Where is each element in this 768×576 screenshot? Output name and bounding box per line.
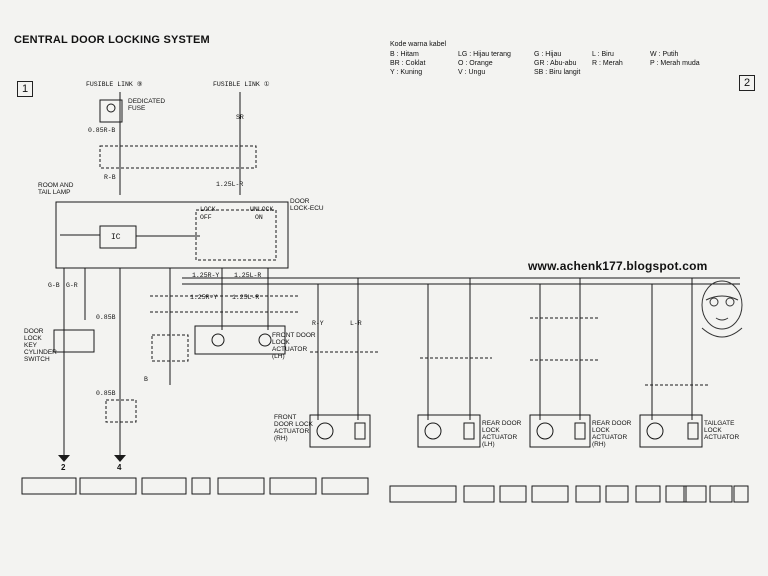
lock-label: LOCK	[200, 206, 216, 213]
page-marker-left: 1	[17, 81, 33, 97]
legend-entry: GR : Abu-abu	[534, 60, 577, 67]
portrait-sketch	[701, 280, 743, 338]
legend-entry: BR : Coklat	[390, 60, 426, 67]
wire-label: 0.85B	[96, 314, 116, 321]
legend-entry: B : Hitam	[390, 51, 419, 58]
watermark-url: www.achenk177.blogspot.com	[528, 259, 708, 273]
legend-entry: SB : Biru langit	[534, 69, 581, 76]
wire-label: 1.25L-R	[234, 272, 262, 279]
wire-label: 1.25L-R	[216, 181, 244, 188]
legend-entry: LG : Hijau terang	[458, 51, 511, 58]
ecu-label: DOOR LOCK-ECU	[290, 198, 324, 212]
wire-label: 1.25R-Y	[190, 294, 218, 301]
wire-label: R-B	[104, 174, 116, 181]
legend-entry: W : Putih	[650, 51, 679, 58]
legend-entry: O : Orange	[458, 60, 493, 67]
legend-title: Kode warna kabel	[390, 41, 447, 48]
rear-actuator-lh-label: REAR DOOR LOCK ACTUATOR (LH)	[482, 420, 522, 448]
rear-actuator-rh-label: REAR DOOR LOCK ACTUATOR (RH)	[592, 420, 632, 448]
wire-label: 1.25R-Y	[192, 272, 220, 279]
ground-right-label: 4	[117, 463, 122, 472]
wire-label: G-B	[48, 282, 60, 289]
legend-entry: R : Merah	[592, 60, 623, 67]
page-marker-right: 2	[739, 75, 755, 91]
key-cylinder-switch-label: DOOR LOCK KEY CYLINDER SWITCH	[24, 328, 57, 363]
front-actuator-rh-label: FRONT DOOR LOCK ACTUATOR (RH)	[274, 414, 314, 442]
ic-label: IC	[111, 233, 121, 242]
legend-entry: G : Hijau	[534, 51, 562, 58]
front-actuator-lh-label: FRONT DOOR LOCK ACTUATOR (LH)	[272, 332, 316, 360]
off-label: OFF	[200, 214, 212, 221]
legend-entry: P : Merah muda	[650, 60, 700, 67]
tailgate-actuator-label: TAILGATE LOCK ACTUATOR	[704, 420, 740, 441]
dedicated-fuse-label: DEDICATED FUSE	[128, 98, 166, 112]
legend-entry: V : Ungu	[458, 69, 486, 76]
room-taillamp-label: ROOM AND TAIL LAMP	[38, 182, 74, 196]
wire-color-legend: Kode warna kabel B : Hitam LG : Hijau te…	[390, 40, 740, 77]
wire-label: SR	[236, 114, 244, 121]
wire-label: 0.85B	[96, 390, 116, 397]
wire-label: R-Y	[312, 320, 324, 327]
wire-label: 0.85R-B	[88, 127, 116, 134]
fusible-link-right-label: FUSIBLE LINK ①	[213, 81, 270, 88]
fusible-link-left-label: FUSIBLE LINK ⑨	[86, 81, 143, 88]
wire-label: G-R	[66, 282, 78, 289]
on-label: ON	[255, 214, 263, 221]
legend-entry: Y : Kuning	[390, 69, 423, 76]
wire-label: L-R	[350, 320, 362, 327]
ground-left-label: 2	[61, 463, 66, 472]
page-title: CENTRAL DOOR LOCKING SYSTEM	[14, 34, 210, 46]
wire-label: 1.25L-R	[232, 294, 260, 301]
wire-label: B	[144, 376, 148, 383]
legend-entry: L : Biru	[592, 51, 614, 58]
unlock-label: UNLOCK	[250, 206, 274, 213]
